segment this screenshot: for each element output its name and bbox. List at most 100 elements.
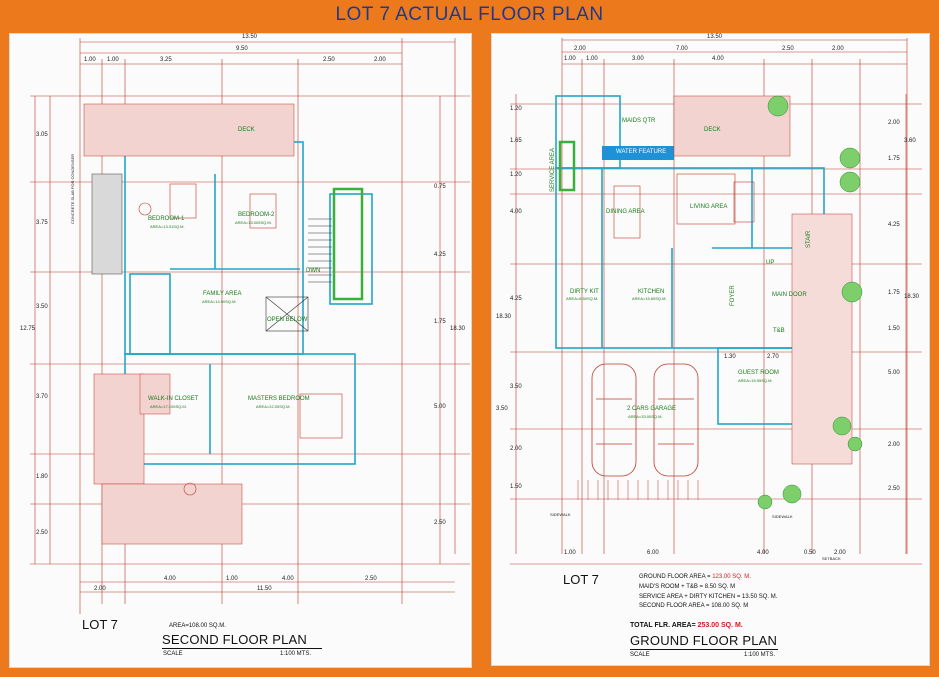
stair-dwn: DWN (306, 268, 321, 274)
gdim-left-c: 1.20 (510, 172, 522, 178)
second-floor-drawing (30, 38, 470, 614)
g-plan-title: GROUND FLOOR PLAN (630, 633, 778, 648)
gdim-top-b: 7.00 (676, 46, 688, 52)
gdim-bot-b: 6.00 (647, 550, 659, 556)
gdim-left-i: 2.00 (510, 446, 522, 452)
scale-value: 1:100 MTS. (280, 651, 312, 657)
area-master: AREA=22.00SQ.M. (256, 404, 291, 409)
summary-second: SECOND FLOOR AREA = 108.00 SQ. M (639, 603, 749, 609)
dim-bot-b: 1.00 (226, 576, 238, 582)
gdim-left-a: 1.20 (510, 106, 522, 112)
g-plan-title-underline (630, 649, 778, 650)
g-scale-label: SCALE (630, 652, 650, 658)
groom-maids: MAIDS QTR (622, 118, 656, 124)
dim-top-total: 13.50 (242, 34, 258, 40)
gdim-top-total: 13.50 (707, 34, 723, 40)
dim-top-b: 1.00 (107, 57, 119, 63)
gdim-left-b: 1.65 (510, 138, 522, 144)
gdim-bot-c: 4.00 (757, 550, 769, 556)
room-master: MASTERS BEDROOM (248, 396, 310, 402)
gdim-left-h: 3.50 (496, 406, 508, 412)
dim-left-d: 12.75 (20, 326, 36, 332)
dim-left-e: 3.70 (36, 394, 48, 400)
gdim-right-b: 1.75 (888, 156, 900, 162)
gdim-right-d: 4.25 (888, 222, 900, 228)
groom-tb: T&B (773, 328, 785, 334)
garea-guest: AREA=15.95SQ.M. (738, 378, 773, 383)
dim-right-d: 18.30 (450, 326, 466, 332)
dim-left-c: 3.50 (36, 304, 48, 310)
lot-label: LOT 7 (82, 617, 118, 632)
summary-total: TOTAL FLR. AREA= 253.00 SQ. M. (630, 622, 743, 629)
area-walkin: AREA=17.105SQ.M. (150, 404, 187, 409)
area-label: AREA=108.00 SQ.M. (169, 623, 226, 629)
gdim-top-h: 4.00 (712, 56, 724, 62)
page-title: LOT 7 ACTUAL FLOOR PLAN (335, 4, 604, 25)
groom-service: SERVICE AREA (550, 148, 556, 192)
groom-dining: DINING AREA (606, 209, 645, 215)
gdim-mid-a: 1.30 (724, 354, 736, 360)
setback-label: SETBACK (822, 556, 841, 561)
gdim-left-e: 4.25 (510, 296, 522, 302)
area-family: AREA=14.00SQ.M. (202, 299, 237, 304)
groom-water: WATER FEATURE (616, 149, 667, 155)
dim-top-a: 1.00 (84, 57, 96, 63)
dim-top-e: 2.00 (374, 57, 386, 63)
garea-kitchen: AREA=15.60SQ.M. (632, 296, 667, 301)
gdim-top-c: 2.50 (782, 46, 794, 52)
gdim-left-d: 4.00 (510, 209, 522, 215)
summary-total-label: TOTAL FLR. AREA= (630, 622, 698, 629)
plan-title: SECOND FLOOR PLAN (162, 632, 307, 647)
dim-left-a: 3.05 (36, 132, 48, 138)
dim-top-c: 3.25 (160, 57, 172, 63)
dim-top-inner: 9.50 (236, 46, 248, 52)
summary-total-value: 253.00 SQ. M. (697, 622, 743, 629)
second-floor-sheet: 13.50 9.50 1.00 1.00 3.25 2.50 2.00 4.00… (9, 33, 472, 668)
gdim-top-a: 2.00 (574, 46, 586, 52)
groom-dirty: DIRTY KIT (570, 289, 599, 295)
gdim-right-f: 18.30 (904, 294, 920, 300)
gdim-left-g: 3.50 (510, 384, 522, 390)
summary-ground-label: GROUND FLOOR AREA = (639, 574, 713, 580)
groom-living: LIVING AREA (690, 204, 728, 210)
gdim-right-i: 2.00 (888, 442, 900, 448)
gdim-right-c: 3.60 (904, 138, 916, 144)
g-lot-label: LOT 7 (563, 572, 599, 587)
summary-ground: GROUND FLOOR AREA = 123.00 SQ. M. (639, 574, 751, 580)
dim-bot-f: 11.50 (257, 586, 272, 592)
dim-bot-d: 2.50 (365, 576, 377, 582)
gdim-right-a: 2.00 (888, 120, 900, 126)
gdim-bot-a: 1.00 (564, 550, 576, 556)
concrete-slab-label: CONCRETE SLAB FOR CONDENSER (70, 153, 75, 224)
groom-guest: GUEST ROOM (738, 370, 779, 376)
sidewalk-right: SIDEWALK (772, 514, 793, 519)
ground-floor-drawing (510, 38, 922, 565)
dim-left-f: 1.80 (36, 474, 48, 480)
dim-bot-e: 2.00 (94, 586, 106, 592)
dim-right-e: 5.00 (434, 404, 446, 410)
gdim-top-e: 1.00 (564, 56, 576, 62)
sidewalk-left: SIDEWALK (550, 512, 571, 517)
groom-foyer: FOYER (730, 285, 736, 306)
dim-right-c: 1.75 (434, 319, 446, 325)
dim-bot-a: 4.00 (164, 576, 176, 582)
room-deck: DECK (238, 127, 255, 133)
room-bedroom-1: BEDROOM-1 (148, 216, 185, 222)
gdim-top-d: 2.00 (832, 46, 844, 52)
gdim-top-g: 3.00 (632, 56, 644, 62)
garea-garage: AREA=33.00SQ.M. (628, 414, 663, 419)
room-walkin: WALK-IN CLOSET (148, 396, 199, 402)
groom-maindoor: MAIN DOOR (772, 292, 807, 298)
room-bedroom-2: BEDROOM-2 (238, 212, 275, 218)
g-scale-value: 1:100 MTS. (744, 652, 776, 658)
dim-right-b: 4.25 (434, 252, 446, 258)
dim-left-g: 2.50 (36, 530, 48, 536)
gdim-top-f: 1.00 (586, 56, 598, 62)
gdim-right-g: 1.50 (888, 326, 900, 332)
groom-garage: 2 CARS GARAGE (627, 406, 677, 412)
gdim-right-j: 2.50 (888, 486, 900, 492)
room-open-below: OPEN BELOW (267, 317, 308, 323)
garea-dirty: AREA=8.50SQ.M. (566, 296, 599, 301)
gdim-right-h: 5.00 (888, 370, 900, 376)
gdim-mid-b: 2.70 (767, 354, 779, 360)
